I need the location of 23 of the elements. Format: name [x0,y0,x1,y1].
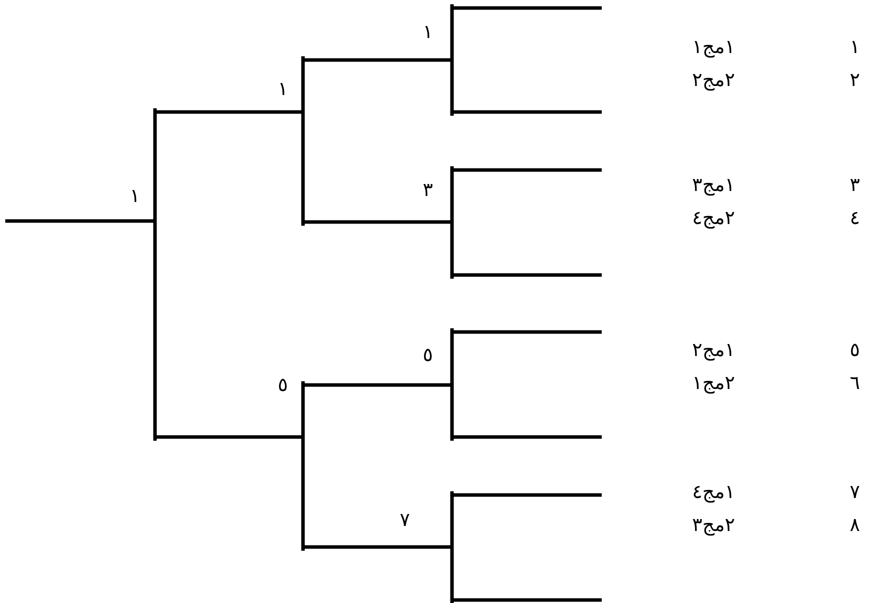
slot-number: ٣ [850,173,860,197]
slot-number: ٤ [850,206,860,230]
slot-number: ١ [850,35,860,59]
team-label: ١مج٣ [692,173,735,197]
slot-number: ٧ [850,480,860,504]
team-label: ٢مج١ [692,371,735,395]
round-number: ٣ [422,178,433,202]
team-label: ٢مج٢ [692,68,735,92]
team-label: ٢مج٣ [692,513,735,537]
team-label: ٢مج٤ [692,206,735,230]
slot-number: ٨ [850,513,860,537]
round-number: ١ [422,20,433,44]
slot-number: ٢ [850,68,860,92]
round-number: ٥ [278,373,288,397]
round-number: ٧ [400,508,410,532]
team-label: ١مج٢ [692,338,735,362]
team-label: ١مج١ [692,35,735,59]
slot-number: ٥ [850,338,860,362]
slot-number: ٦ [850,371,860,395]
round-number: ١ [130,184,140,208]
round-number: ٥ [422,343,433,367]
team-label: ١مج٤ [692,480,735,504]
round-number: ١ [278,77,288,101]
